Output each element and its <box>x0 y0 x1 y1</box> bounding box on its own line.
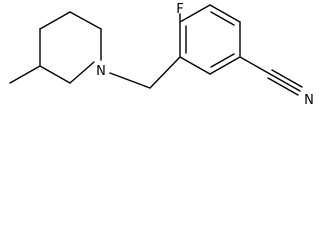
triple-bond-line-3 <box>267 77 299 96</box>
ring-bond-2 <box>209 4 241 23</box>
piperidine-ring: N <box>39 11 106 84</box>
ring-to-ch2-bond <box>149 56 181 89</box>
nitrile-group: N <box>239 56 314 108</box>
pip-bond-c2-c3 <box>39 65 71 84</box>
piperidine-nitrogen-label: N <box>96 64 106 79</box>
triple-bond-line-2 <box>271 69 303 88</box>
structure-canvas: F N N <box>0 0 322 116</box>
nitrile-nitrogen-label: N <box>304 93 314 108</box>
ring-bond-4 <box>209 56 241 75</box>
ring-double-bond-b <box>210 53 235 68</box>
ring-bond-5 <box>179 56 211 75</box>
molecule-structure: F N N <box>9 2 314 108</box>
pip-bond-n-c2 <box>69 61 95 84</box>
ring-double-bond-a <box>210 11 235 26</box>
ch2-to-n-bond <box>109 72 151 89</box>
ring-to-nitrile-bond <box>239 56 271 75</box>
pip-bond-c5-c6 <box>69 11 102 30</box>
benzene-ring <box>179 4 241 75</box>
methyl-bond <box>9 65 41 84</box>
pip-bond-c4-c5 <box>39 11 71 30</box>
fluorine-label: F <box>176 2 183 17</box>
triple-bond-line-1 <box>269 73 301 92</box>
ring-bond-1 <box>179 4 211 23</box>
